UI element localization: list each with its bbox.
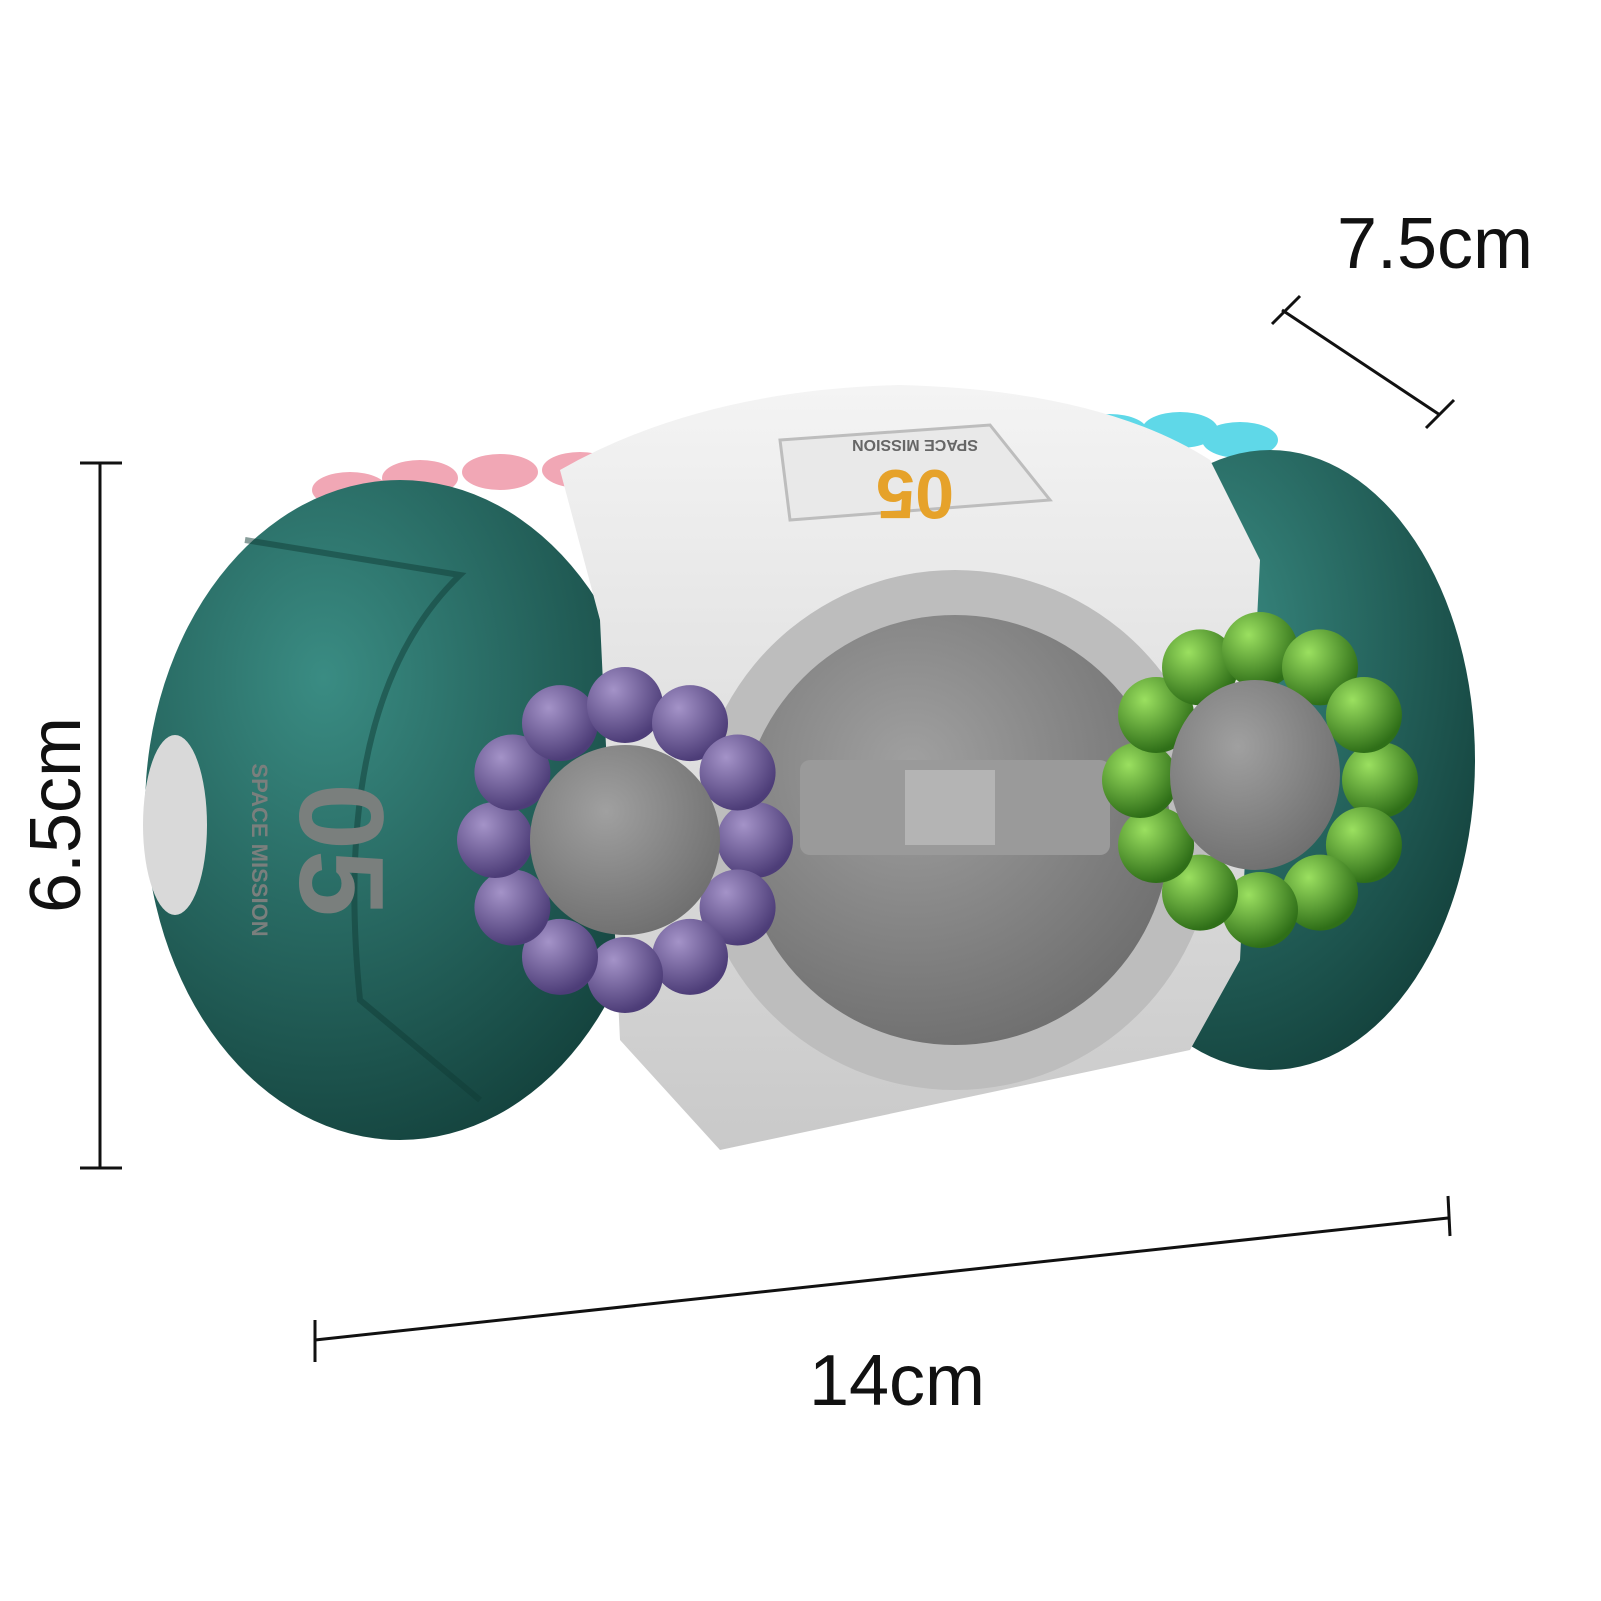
ball (1342, 742, 1418, 818)
depth-label: 7.5cm (1337, 204, 1533, 284)
ball (699, 869, 776, 946)
ball (587, 667, 663, 743)
ball (522, 918, 598, 995)
ball (652, 685, 728, 762)
logo-05-left: 05 SPACE MISSION (247, 763, 408, 936)
ball (474, 734, 551, 811)
ball (1118, 807, 1195, 883)
logo-text: SPACE MISSION (247, 763, 272, 936)
width-dimension (313, 1195, 1452, 1362)
svg-text:05: 05 (876, 455, 954, 533)
ball (699, 734, 776, 811)
green-ball-ring (1102, 612, 1418, 948)
ball (474, 869, 551, 946)
ball (1162, 629, 1238, 706)
logo-number: 05 (274, 783, 408, 916)
ball (522, 685, 598, 762)
height-dimension (80, 461, 122, 1170)
ball (1222, 872, 1298, 948)
left-cap-button (143, 735, 207, 915)
ball (1282, 854, 1358, 931)
ball (1222, 612, 1298, 688)
ball (462, 454, 538, 490)
ball (652, 918, 728, 995)
logo-05-top: 05 SPACE MISSION (852, 436, 978, 533)
purple-ball-ring (457, 667, 793, 1013)
puzzle-toy: 05 SPACE MISSION 05 SPACE MISSION (143, 385, 1475, 1150)
svg-text:SPACE MISSION: SPACE MISSION (852, 436, 978, 453)
ball (1202, 422, 1278, 458)
ball (1102, 742, 1178, 818)
ball (587, 937, 663, 1013)
width-label: 14cm (809, 1341, 985, 1421)
depth-dimension (1270, 294, 1456, 430)
height-label: 6.5cm (16, 717, 96, 913)
ball (457, 802, 533, 878)
ball (717, 802, 793, 878)
ball (1325, 677, 1402, 753)
